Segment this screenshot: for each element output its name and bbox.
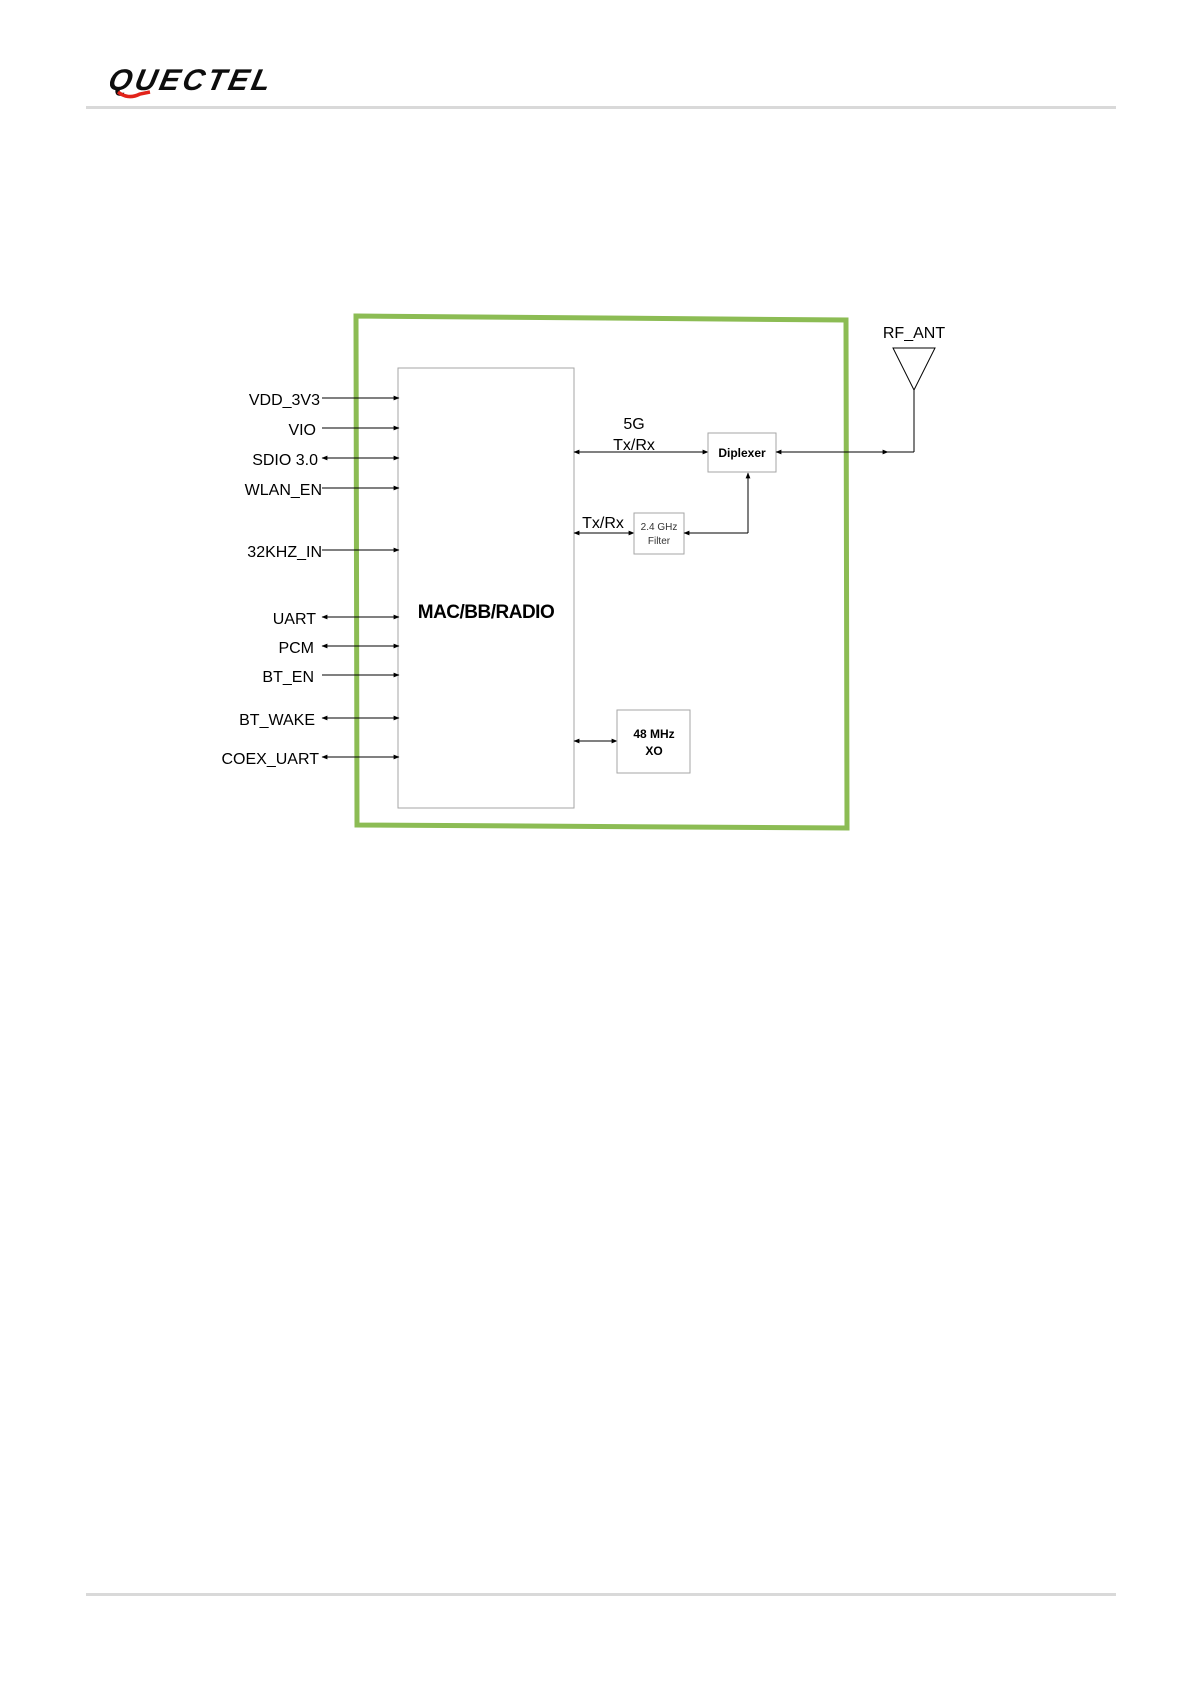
filter-label: Filter (648, 536, 671, 547)
rf-24g-txrx-label: Tx/Rx (582, 515, 624, 532)
antenna-icon (893, 348, 935, 390)
mac-bb-radio-block (398, 368, 574, 808)
pin-label-bt-wake: BT_WAKE (239, 712, 315, 729)
pin-label-bt-en: BT_EN (262, 669, 314, 686)
pin-label-coex-uart: COEX_UART (221, 751, 319, 768)
filter-freq-label: 2.4 GHz (641, 522, 678, 533)
mac-bb-radio-label: MAC/BB/RADIO (418, 602, 555, 623)
rf-5g-txrx-label: Tx/Rx (613, 437, 655, 454)
rf-5g-label: 5G (623, 416, 644, 433)
xo-label: XO (645, 744, 662, 758)
pin-label-wlan-en: WLAN_EN (245, 482, 322, 499)
filter-24ghz-block (634, 513, 684, 554)
xo-freq-label: 48 MHz (633, 727, 674, 741)
pin-label-vio: VIO (288, 422, 316, 439)
rf-ant-label: RF_ANT (883, 325, 945, 342)
pin-label-pcm: PCM (278, 640, 314, 657)
xo-block (617, 710, 690, 773)
diplexer-label: Diplexer (718, 446, 766, 460)
pin-label-uart: UART (273, 611, 316, 628)
footer-divider (86, 1593, 1116, 1596)
pin-label-32khz-in: 32KHZ_IN (247, 544, 322, 561)
pin-label-vdd-3v3: VDD_3V3 (249, 392, 320, 409)
pin-label-sdio: SDIO 3.0 (252, 452, 318, 469)
